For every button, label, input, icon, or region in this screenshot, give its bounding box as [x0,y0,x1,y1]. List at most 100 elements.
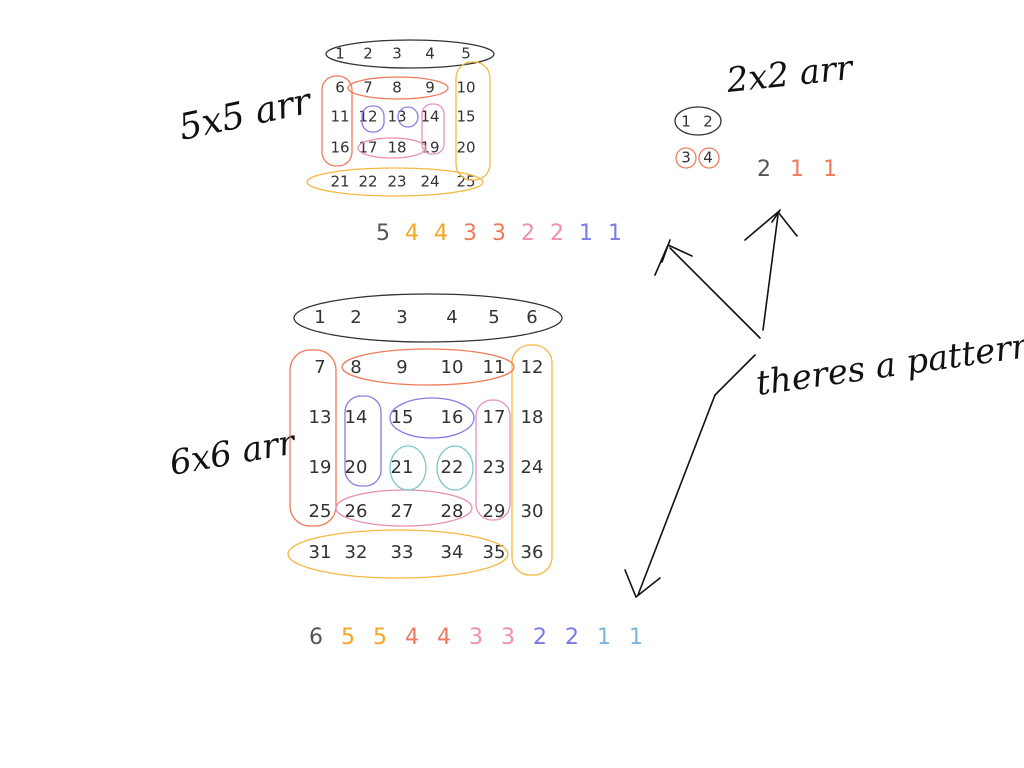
ring-outer-top [325,39,495,69]
grid6-cell: 33 [391,542,414,563]
sequence-digit: 2 [565,625,579,650]
ring-ring2-right [475,399,511,521]
sequence-digit: 4 [405,625,419,650]
grid5-cell: 5 [461,45,471,63]
ring-inner-left [361,105,385,133]
sequence-digit: 4 [405,221,419,246]
ring-outer-left [321,75,353,167]
ring-outer-right [455,61,491,181]
sequence-digit: 1 [597,625,611,650]
grid6-cell: 4 [446,307,457,328]
grid5-cell: 10 [456,79,475,97]
grid5-cell: 9 [425,79,435,97]
grid5-cell: 2 [363,45,373,63]
grid2-cell: 2 [703,113,713,131]
grid6-cell: 36 [521,542,544,563]
ring-center-top [389,397,475,439]
ring-outer-bottom [287,529,509,579]
grid5-cell: 16 [330,139,349,157]
grid5-cell: 15 [456,108,475,126]
ring-center [397,106,419,128]
grid5-cell: 13 [387,108,406,126]
arrows [624,209,798,599]
grid6-cell: 34 [441,542,464,563]
sequence-digit: 4 [434,221,448,246]
grid6-cell: 27 [391,501,414,522]
grid6-cell: 18 [521,407,544,428]
grid5-cell: 7 [363,79,373,97]
ring-center-right [436,445,474,491]
label-5x5: 5x5 arr [175,81,316,149]
grid5-cell: 14 [420,108,439,126]
ring-ring2-top [341,348,515,386]
grid5-cell: 23 [387,173,406,191]
grid6-cell: 25 [309,501,332,522]
grid6-cell: 9 [396,357,407,378]
grid5-cell: 24 [420,173,439,191]
grid6-cell: 19 [309,457,332,478]
grid6-cell: 17 [483,407,506,428]
grid5-cell: 22 [358,173,377,191]
ring-center-left [389,445,427,491]
grid6-cell: 14 [345,407,368,428]
grid2-cell: 3 [681,149,691,167]
grid6-cell: 20 [345,457,368,478]
grid5-cell: 11 [330,108,349,126]
grid6-cell: 10 [441,357,464,378]
grid6-cell: 7 [314,357,325,378]
grid6-cell: 26 [345,501,368,522]
grid5-cell: 4 [425,45,435,63]
sequence-digit: 1 [823,157,837,182]
sequence-digit: 1 [579,221,593,246]
grid2-cell: 4 [703,149,713,167]
grid6-cell: 3 [396,307,407,328]
sequence-digit: 6 [309,625,323,650]
label-2x2: 2x2 arr [724,48,856,101]
grid6-cell: 15 [391,407,414,428]
grid6-cell: 30 [521,501,544,522]
ring-outer-left [289,349,337,527]
arrow-head-5x5 [654,239,693,276]
grid6-cell: 8 [350,357,361,378]
grid6-cell: 12 [521,357,544,378]
grid6-cell: 31 [309,542,332,563]
grid5-cell: 6 [335,79,345,97]
grid6-cell: 5 [488,307,499,328]
grid5-cell: 18 [387,139,406,157]
sequence-digit: 4 [437,625,451,650]
grid6-cell: 22 [441,457,464,478]
grid6-cell: 13 [309,407,332,428]
ring-inner-right [421,103,445,155]
ring-outer-top [293,293,563,343]
grid6-cell: 29 [483,501,506,522]
arrow-head-6x6 [624,569,661,599]
sequence-digit: 1 [608,221,622,246]
sequence-digit: 5 [341,625,355,650]
sequence-digit: 2 [533,625,547,650]
arrow-to-5x5-sequence [669,247,761,339]
grid6-cell: 32 [345,542,368,563]
ring-outer-2x2-top [674,106,722,136]
grid6-cell: 2 [350,307,361,328]
arrow-to-2x2-sequence [762,214,779,331]
grid5-cell: 8 [392,79,402,97]
ring-2x2-3 [675,147,697,169]
grid2-cell: 1 [681,113,691,131]
label-5x5-line1: 5x5 arr [175,81,316,149]
sequence-digit: 3 [463,221,477,246]
ring-inner-bottom [357,137,427,159]
ring-ring2-left [344,395,382,487]
pattern-note: theres a pattern! [754,324,1024,404]
sequence-digit: 2 [550,221,564,246]
sequence-digit: 3 [501,625,515,650]
grid5-cell: 1 [335,45,345,63]
grid5-cell: 25 [456,173,475,191]
arrow-to-6x6-sequence [637,354,756,596]
